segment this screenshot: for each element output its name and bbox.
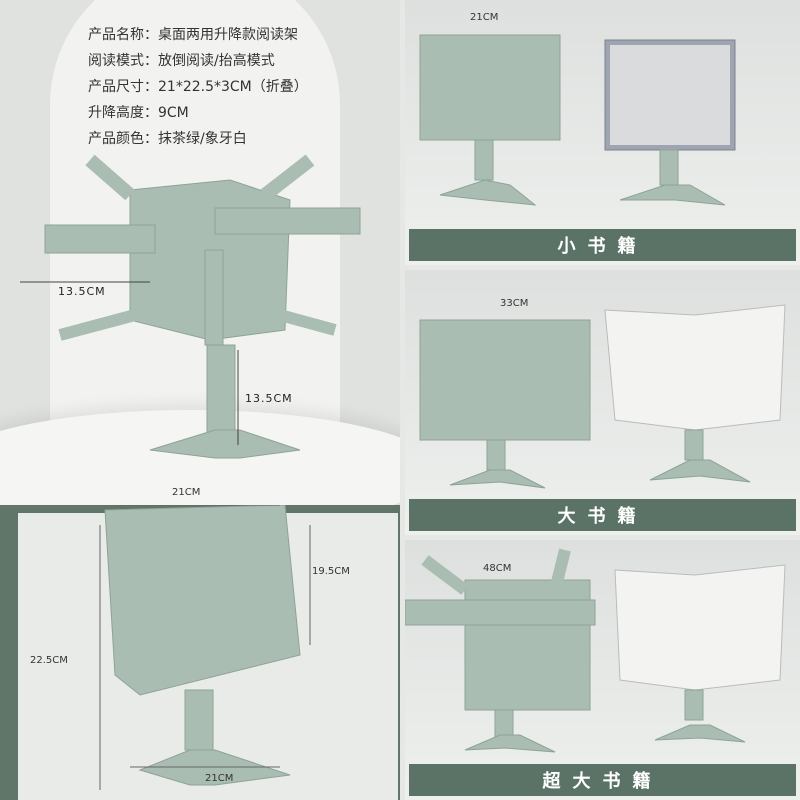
spec-value: 抹茶绿/象牙白 — [158, 131, 247, 147]
hero-height-label: 13.5CM — [245, 392, 293, 405]
dimension-label: 48CM — [483, 563, 512, 574]
hero-width-label: 13.5CM — [58, 285, 106, 298]
extra-large-book-image — [405, 548, 786, 753]
spec-row: 产品颜色：抹茶绿/象牙白 — [88, 126, 308, 152]
pedestal — [0, 410, 400, 505]
hero-section: 产品名称：桌面两用升降款阅读架 阅读模式：放倒阅读/抬高模式 产品尺寸：21*2… — [0, 0, 400, 505]
spec-label: 产品尺寸： — [88, 79, 158, 95]
panel-label: 小书籍 — [409, 229, 796, 261]
spec-label: 阅读模式： — [88, 53, 158, 69]
inner-height-label: 19.5CM — [312, 566, 350, 577]
spec-label: 产品颜色： — [88, 131, 158, 147]
spec-row: 升降高度：9CM — [88, 100, 308, 126]
spec-row: 产品尺寸：21*22.5*3CM（折叠） — [88, 74, 308, 100]
dimension-diagram — [99, 505, 311, 790]
small-book-image — [419, 34, 736, 206]
dimension-section: 21CM 22.5CM 19.5CM 21CM — [0, 487, 400, 800]
spec-list: 产品名称：桌面两用升降款阅读架 阅读模式：放倒阅读/抬高模式 产品尺寸：21*2… — [88, 22, 308, 152]
spec-value: 桌面两用升降款阅读架 — [158, 27, 298, 43]
base-width-label: 21CM — [205, 773, 234, 784]
height-label: 22.5CM — [30, 655, 68, 666]
book-stand-image — [20, 154, 361, 459]
dimension-label: 33CM — [500, 298, 529, 309]
panel-extra-large-book: 48CM 超大书籍 — [405, 540, 800, 800]
panel-label: 大书籍 — [409, 499, 796, 531]
large-book-image — [419, 304, 786, 489]
dimension-label: 21CM — [470, 12, 499, 23]
panel-large-book: 33CM 大书籍 — [405, 270, 800, 535]
spec-label: 升降高度： — [88, 105, 158, 121]
spec-value: 放倒阅读/抬高模式 — [158, 53, 275, 69]
spec-value: 9CM — [158, 105, 189, 121]
panel-label: 超大书籍 — [409, 764, 796, 796]
spec-label: 产品名称： — [88, 27, 158, 43]
spec-value: 21*22.5*3CM（折叠） — [158, 79, 308, 95]
panel-small-book: 21CM 小书籍 — [405, 0, 800, 265]
spec-row: 阅读模式：放倒阅读/抬高模式 — [88, 48, 308, 74]
top-width-label: 21CM — [172, 487, 201, 498]
spec-row: 产品名称：桌面两用升降款阅读架 — [88, 22, 308, 48]
